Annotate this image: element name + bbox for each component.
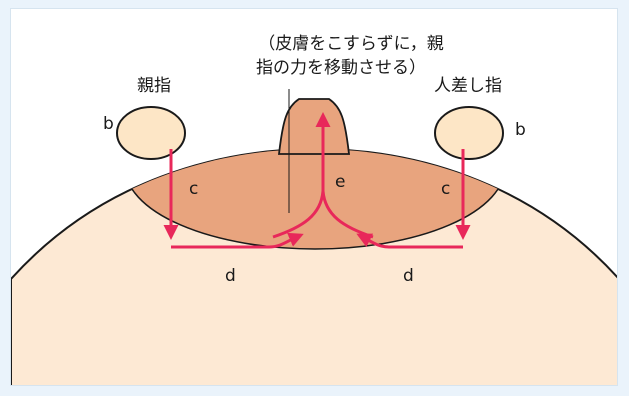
annotation-line-1: （皮膚をこすらずに，親 <box>258 34 443 54</box>
index-finger-label: 人差し指 <box>434 76 502 96</box>
label-d-right: d <box>403 266 414 286</box>
label-e: e <box>335 172 345 192</box>
annotation-line-2: 指の力を移動させる） <box>256 58 426 78</box>
label-d-left: d <box>225 266 236 286</box>
thumb-label: 親指 <box>137 76 171 96</box>
label-b-right: b <box>515 120 526 140</box>
diagram-frame: （皮膚をこすらずに，親 指の力を移動させる） 親指 人差し指 b b c c d… <box>10 8 618 386</box>
label-c-right: c <box>441 179 450 199</box>
thumb-pad <box>117 107 185 159</box>
label-c-left: c <box>189 179 198 199</box>
index-finger-pad <box>435 107 503 159</box>
label-b-left: b <box>103 114 114 134</box>
breast-diagram: （皮膚をこすらずに，親 指の力を移動させる） 親指 人差し指 b b c c d… <box>11 9 618 386</box>
